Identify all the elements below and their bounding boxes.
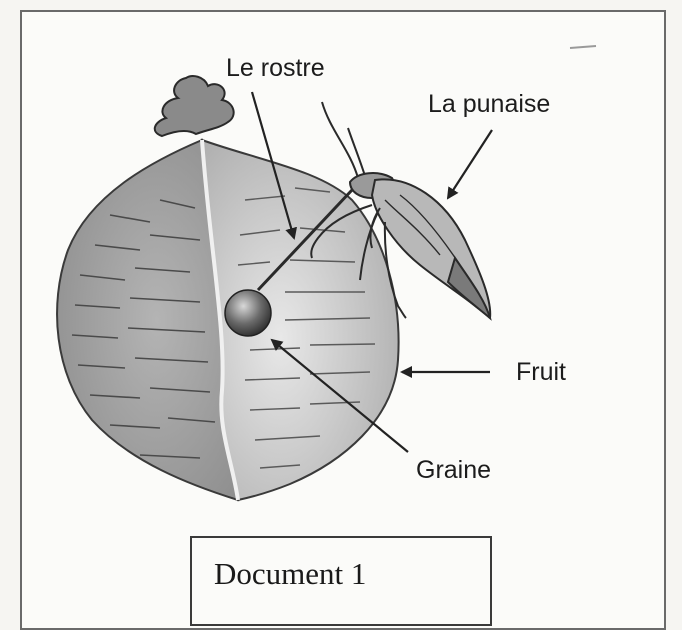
label-fruit: Fruit (516, 358, 566, 387)
caption-box: Document 1 (190, 536, 492, 626)
arrow-punaise (448, 130, 492, 198)
illustration (0, 0, 682, 610)
label-graine: Graine (416, 456, 491, 485)
fruit-calyx (155, 76, 234, 136)
seed (225, 290, 271, 336)
label-punaise: La punaise (428, 90, 550, 119)
caption-title: Document 1 (214, 556, 366, 592)
label-rostre: Le rostre (226, 54, 325, 83)
scan-smudge (570, 46, 596, 48)
